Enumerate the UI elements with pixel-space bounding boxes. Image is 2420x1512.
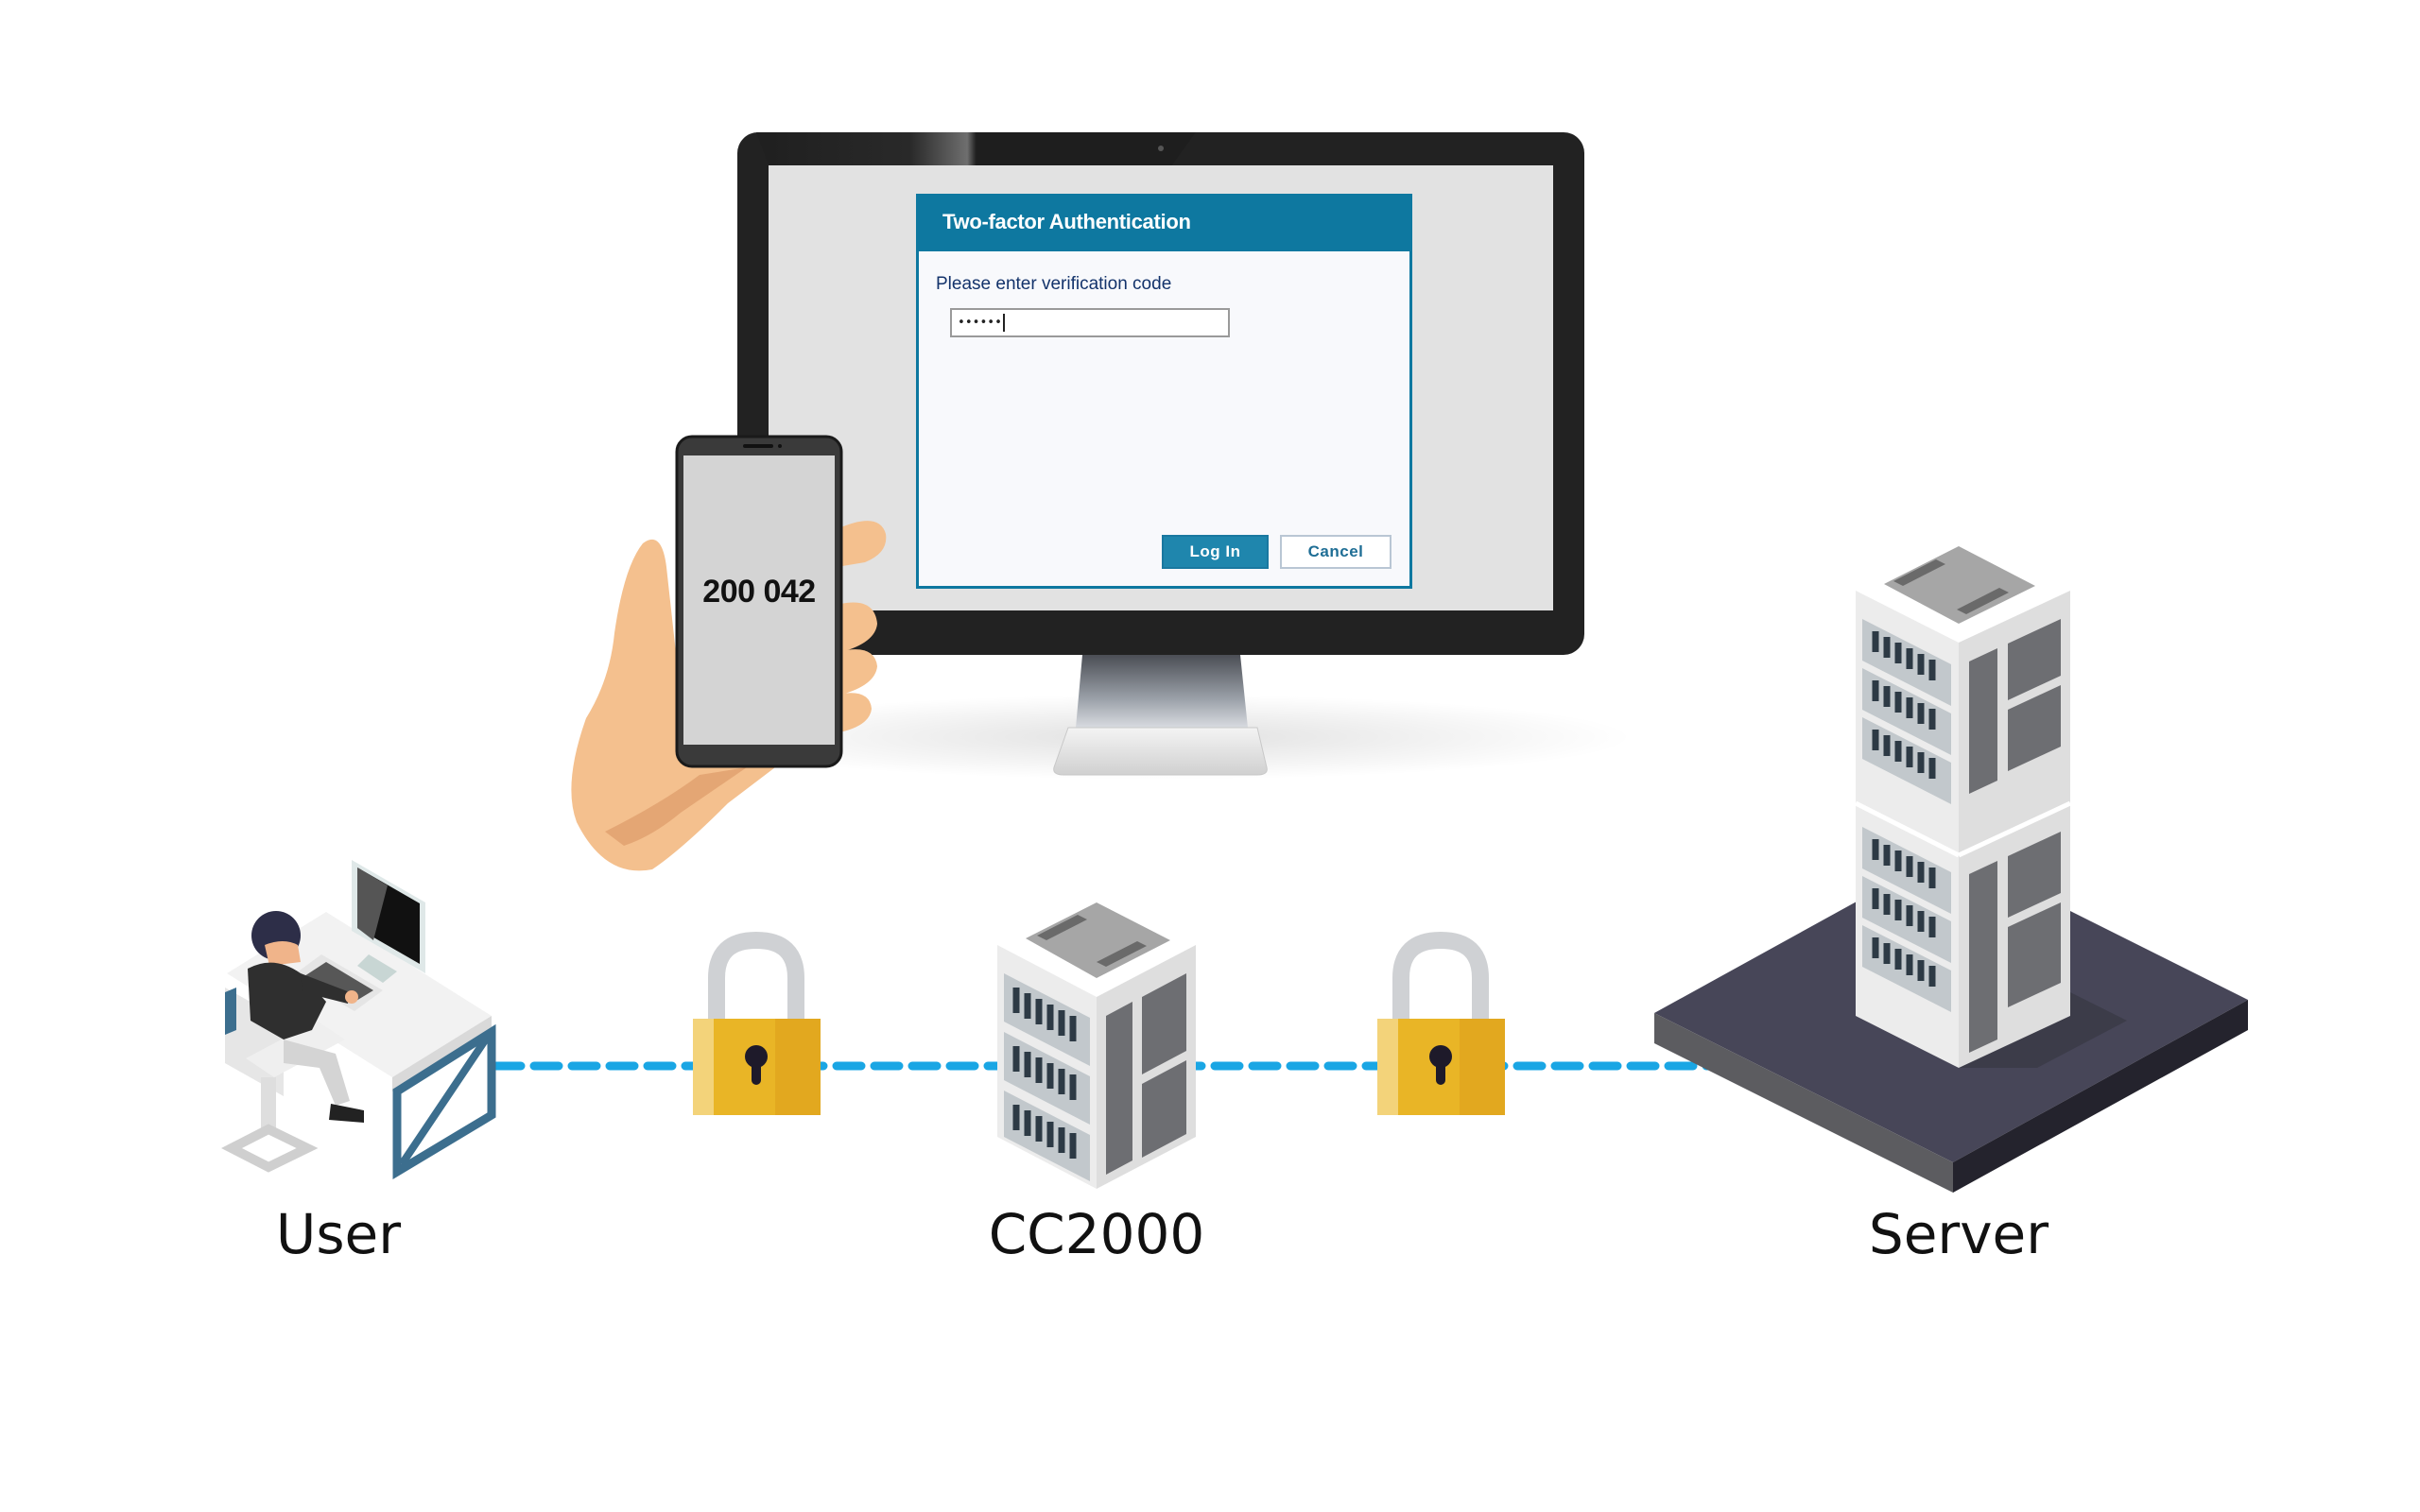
cancel-button[interactable]: Cancel (1280, 535, 1392, 569)
verification-code-input[interactable]: •••••• (950, 308, 1230, 337)
dialog-title: Two-factor Authentication (942, 210, 1191, 233)
text-caret (1002, 314, 1005, 332)
verification-prompt: Please enter verification code (936, 274, 1172, 294)
phone-verification-code: 200 042 (702, 574, 816, 610)
phone-screen (683, 455, 835, 745)
server-icon (1654, 539, 2248, 1193)
user-at-desk-illustration (221, 860, 496, 1179)
cc2000-appliance-icon (997, 893, 1196, 1189)
lock-icon (1377, 931, 1505, 1115)
hand-holding-phone (571, 435, 887, 871)
two-factor-dialog: Two-factor Authentication Please enter v… (916, 194, 1412, 589)
phone-speaker (743, 444, 773, 448)
masked-code-value: •••••• (958, 316, 1002, 330)
monitor-base (1053, 727, 1268, 776)
dialog-header: Two-factor Authentication (919, 197, 1409, 251)
monitor-neck (1076, 655, 1248, 728)
node-label-cc2000: CC2000 (988, 1202, 1205, 1266)
login-button[interactable]: Log In (1162, 535, 1269, 569)
node-label-user: User (275, 1202, 402, 1266)
node-label-server: Server (1868, 1202, 2049, 1266)
webcam-icon (1158, 146, 1164, 151)
lock-icon (693, 931, 821, 1115)
